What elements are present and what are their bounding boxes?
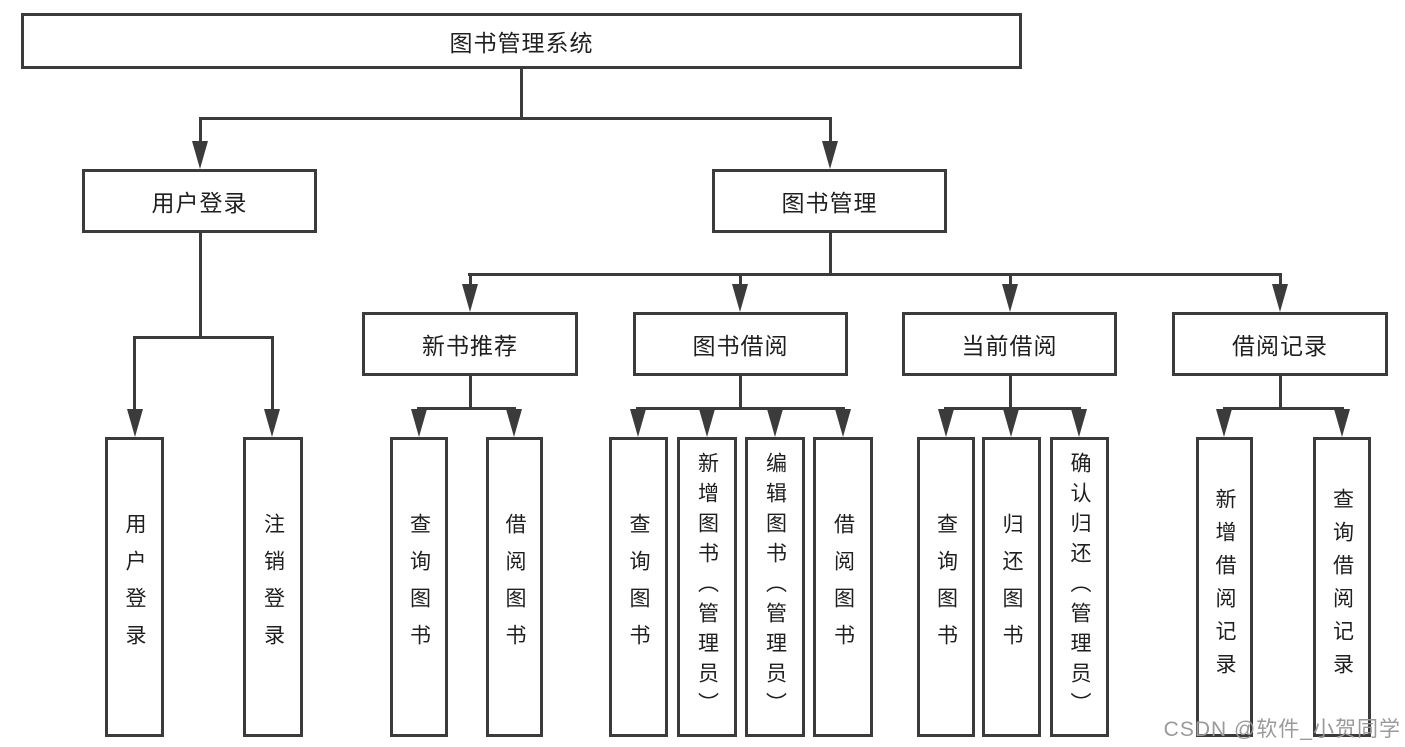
arrow-down bbox=[1272, 284, 1288, 312]
leaf-logout: 注销登录 bbox=[243, 437, 303, 737]
arrow-down bbox=[1002, 284, 1018, 312]
arrow-down bbox=[1071, 409, 1087, 437]
connector-line bbox=[133, 336, 136, 414]
connector-line bbox=[1009, 273, 1012, 293]
connector-line bbox=[271, 336, 274, 414]
connector-line bbox=[520, 69, 523, 117]
csdn-watermark: CSDN @软件_小贺同学 bbox=[1163, 718, 1401, 741]
arrow-down bbox=[835, 409, 851, 437]
connector-line bbox=[944, 407, 1081, 410]
leaf-query-borrow-record: 查询借阅记录 bbox=[1313, 437, 1371, 737]
arrow-down bbox=[1003, 409, 1019, 437]
connector-line bbox=[1223, 407, 1344, 410]
node-label: 图书借阅 bbox=[692, 333, 789, 359]
connector-line bbox=[1009, 376, 1012, 407]
connector-line bbox=[417, 407, 516, 410]
connector-line bbox=[133, 336, 274, 339]
arrow-down bbox=[938, 409, 954, 437]
connector-line bbox=[739, 376, 742, 407]
node-book-management: 图书管理 bbox=[712, 169, 947, 233]
arrow-down bbox=[1216, 409, 1232, 437]
leaf-query-books-current: 查询图书 bbox=[917, 437, 975, 737]
node-book-borrow: 图书借阅 bbox=[633, 312, 848, 376]
leaf-borrow-books-recommend: 借阅图书 bbox=[486, 437, 543, 737]
leaf-query-books-recommend: 查询图书 bbox=[390, 437, 448, 737]
connector-line bbox=[829, 233, 832, 273]
connector-line bbox=[199, 233, 202, 336]
node-label: 用户登录 bbox=[151, 190, 248, 216]
node-label: 图书管理系统 bbox=[449, 30, 594, 56]
arrow-down bbox=[699, 409, 715, 437]
arrow-down bbox=[506, 409, 522, 437]
connector-line bbox=[199, 117, 202, 147]
arrow-down bbox=[822, 141, 838, 169]
node-label: 借阅记录 bbox=[1232, 333, 1328, 359]
node-label: 当前借阅 bbox=[961, 333, 1058, 359]
arrow-down bbox=[1334, 409, 1350, 437]
arrow-down bbox=[192, 141, 208, 169]
connector-line bbox=[469, 273, 472, 293]
node-current-borrow: 当前借阅 bbox=[902, 312, 1117, 376]
arrow-down bbox=[264, 409, 280, 437]
leaf-user-login: 用户登录 bbox=[105, 437, 164, 737]
node-library-system: 图书管理系统 bbox=[21, 13, 1022, 69]
connector-line bbox=[739, 273, 742, 293]
leaf-edit-book-admin: 编辑图书（管理员） bbox=[745, 437, 805, 737]
leaf-add-borrow-record: 新增借阅记录 bbox=[1196, 437, 1253, 737]
arrow-down bbox=[411, 409, 427, 437]
leaf-confirm-return-admin: 确认归还（管理员） bbox=[1050, 437, 1109, 737]
connector-line bbox=[829, 117, 832, 147]
connector-line bbox=[1279, 273, 1282, 293]
node-new-book-recommend: 新书推荐 bbox=[362, 312, 578, 376]
arrow-down bbox=[630, 409, 646, 437]
connector-line bbox=[199, 117, 832, 120]
connector-line bbox=[469, 376, 472, 407]
leaf-borrow-books: 借阅图书 bbox=[813, 437, 873, 737]
arrow-down bbox=[767, 409, 783, 437]
leaf-query-books-borrow: 查询图书 bbox=[609, 437, 668, 737]
arrow-down bbox=[462, 284, 478, 312]
connector-line bbox=[1279, 376, 1282, 407]
connector-line bbox=[468, 273, 1282, 276]
node-borrow-records: 借阅记录 bbox=[1172, 312, 1388, 376]
leaf-return-books: 归还图书 bbox=[982, 437, 1041, 737]
node-label: 新书推荐 bbox=[422, 333, 518, 359]
leaf-add-book-admin: 新增图书（管理员） bbox=[677, 437, 737, 737]
arrow-down bbox=[732, 284, 748, 312]
node-user-login: 用户登录 bbox=[82, 169, 317, 233]
node-label: 图书管理 bbox=[781, 190, 878, 216]
connector-line bbox=[636, 407, 845, 410]
arrow-down bbox=[127, 409, 143, 437]
